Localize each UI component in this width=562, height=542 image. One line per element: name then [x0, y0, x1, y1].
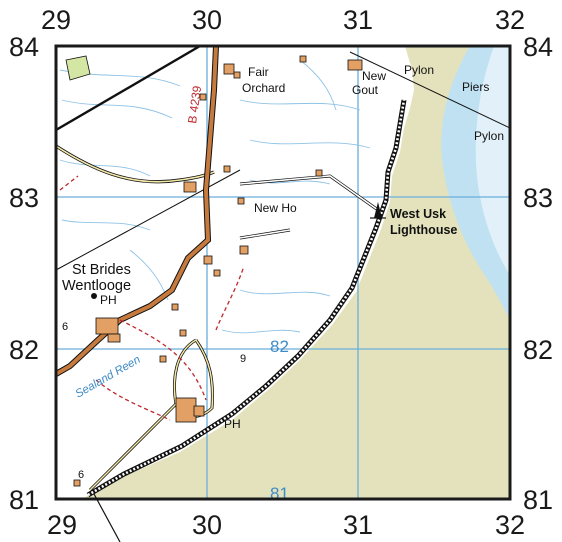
grid-top-29: 29	[41, 5, 71, 35]
grid-labels-left: 84 83 82 81	[9, 32, 39, 515]
label-fair: Fair	[248, 65, 269, 79]
lighthouse-icon	[370, 202, 386, 219]
grid-bottom-29: 29	[47, 510, 77, 540]
label-orchard: Orchard	[242, 81, 285, 95]
spot-height-6a: 6	[62, 321, 68, 333]
spot-height-6b: 6	[78, 469, 84, 481]
label-pylon-right: Pylon	[474, 129, 504, 143]
grid-top-32: 32	[495, 5, 525, 35]
grid-top-31: 31	[343, 5, 373, 35]
label-gout: Gout	[352, 83, 379, 97]
contour-label-81: 81	[270, 484, 289, 503]
spot-height-9: 9	[240, 353, 246, 365]
footpath-2	[95, 379, 171, 421]
footpath-4	[59, 175, 79, 191]
grid-right-81: 81	[523, 485, 553, 515]
grid-labels-bottom: 29 30 31 32	[47, 510, 525, 540]
label-west-usk: West Usk	[390, 207, 446, 221]
label-new: New	[362, 69, 386, 83]
pylon-line	[349, 51, 510, 129]
label-st-brides: St Brides	[72, 262, 131, 278]
grid-left-84: 84	[9, 32, 39, 62]
river-channel-inner	[475, 46, 510, 275]
contour-label-82: 82	[270, 337, 289, 356]
grid-labels-right: 84 83 82 81	[523, 32, 553, 515]
grid-top-30: 30	[192, 5, 222, 35]
buildings	[73, 55, 363, 487]
label-lighthouse: Lighthouse	[390, 223, 457, 237]
church-icon	[91, 293, 97, 299]
mudflat-area	[82, 46, 510, 499]
label-ph-2: PH	[224, 417, 241, 431]
grid-bottom-32: 32	[495, 510, 525, 540]
grid-left-81: 81	[9, 485, 39, 515]
label-pylon-top: Pylon	[404, 63, 434, 77]
sea-wall-dots	[87, 99, 406, 497]
label-wentlooge: Wentlooge	[62, 278, 131, 294]
label-piers: Piers	[462, 80, 489, 94]
grid-bottom-31: 31	[343, 510, 373, 540]
footpath-1	[119, 319, 207, 401]
grid-right-83: 83	[523, 183, 553, 213]
railway-line-2	[56, 169, 241, 271]
drainage-ditches	[59, 59, 371, 334]
label-road-b4239: B 4239	[185, 84, 204, 124]
grid-bottom-30: 30	[192, 510, 222, 540]
grid-right-84: 84	[523, 32, 553, 62]
railway-line	[56, 46, 201, 132]
pointer-line	[93, 493, 121, 542]
grid-left-82: 82	[9, 335, 39, 365]
map-canvas: 82 81 Fair Orchard New Gout Pylon Piers …	[56, 46, 510, 503]
map-frame	[54, 44, 512, 501]
grid-labels-top: 29 30 31 32	[41, 5, 525, 35]
green-patch	[65, 55, 91, 81]
footpath-3	[215, 265, 245, 331]
label-new-ho: New Ho	[254, 201, 297, 215]
label-ph-1: PH	[100, 293, 117, 307]
grid-right-82: 82	[523, 335, 553, 365]
grid-left-83: 83	[9, 183, 39, 213]
